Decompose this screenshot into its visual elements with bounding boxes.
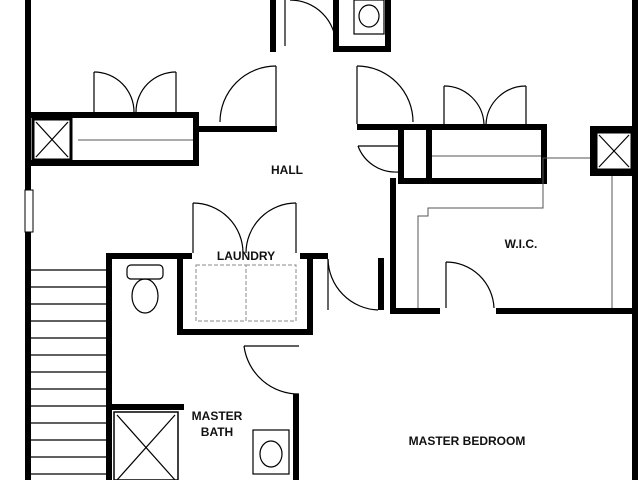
door-swing-icon [327, 258, 379, 311]
wall-right-closet-top [357, 124, 547, 130]
room-label-master-bedroom: MASTER BEDROOM [409, 434, 526, 448]
door-swing-icon [284, 0, 337, 47]
room-label-hall: HALL [271, 163, 303, 177]
wall-top-center-left [270, 0, 276, 52]
chase-x-icon [594, 130, 634, 172]
shelving [417, 157, 613, 308]
wall-top-center-mid [333, 0, 339, 52]
wall-wic-bottom-right [496, 308, 632, 314]
stairs-icon [31, 269, 106, 475]
toilet-icon [126, 264, 164, 314]
walls [25, 0, 638, 480]
door-swing-icon [445, 261, 495, 309]
wall-left-closet-right [193, 112, 199, 166]
room-label-master-bath-line2: BATH [201, 425, 233, 439]
wall-hall-left-stub [193, 126, 277, 132]
wall-wic-left [390, 178, 396, 314]
window [24, 189, 34, 233]
wall-wic-bottom-left [390, 308, 440, 314]
washer-dryer [195, 264, 297, 322]
wall-top-center-right [385, 0, 391, 52]
door-swing-icon [219, 65, 277, 126]
wall-right-chase-left [590, 126, 596, 176]
wall-left-outer [25, 0, 31, 480]
chase-x-icon [31, 117, 73, 162]
door-swing-icon [356, 65, 414, 124]
wall-top-center-bottom [333, 46, 391, 52]
wall-laundry-bottom [177, 329, 313, 335]
door-swing-icon [78, 71, 193, 141]
wall-right-chase-bottom [590, 170, 632, 176]
wall-laundry-left [177, 253, 183, 335]
wall-laundry-top-right [300, 253, 328, 259]
wall-bath-top [106, 253, 192, 259]
wall-left-closet-bottom [31, 160, 199, 166]
room-label-wic: W.I.C. [505, 237, 538, 251]
shower-icon [113, 411, 179, 480]
sink-icon [353, 0, 385, 35]
door-swing-icon [432, 85, 541, 157]
sink-icon [252, 429, 290, 475]
wall-left-closet-top [31, 112, 199, 118]
wall-right-closet-bottom [398, 178, 547, 184]
wall-shower-top [106, 404, 184, 410]
wall-right-chase-top [590, 126, 632, 132]
door-swing-icon [192, 202, 297, 254]
room-label-master-bath-line1: MASTER [192, 409, 243, 423]
wall-right-closet-left [426, 124, 432, 182]
door-swing-icon [357, 145, 399, 173]
wall-right-closet-right [541, 124, 547, 182]
wall-bath-left [106, 253, 112, 480]
wall-hall-closet [398, 130, 404, 182]
wall-hall-right-stub [378, 258, 384, 310]
wall-laundry-right [307, 253, 313, 335]
door-swing-icon [243, 345, 300, 395]
wall-right-outer [632, 0, 638, 480]
wall-bath-right [293, 394, 299, 480]
room-label-laundry: LAUNDRY [217, 249, 275, 263]
